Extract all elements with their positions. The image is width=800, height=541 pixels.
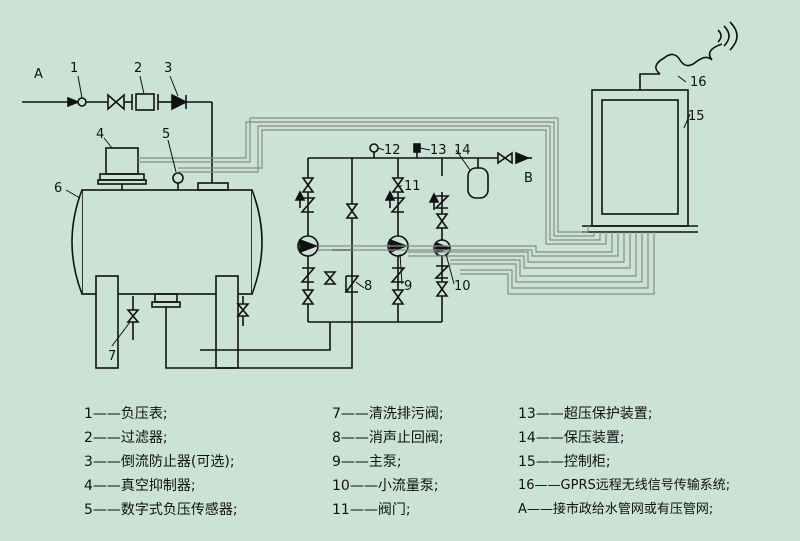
main-pump-icon [297,235,319,257]
pressure-tank [71,182,263,369]
label-12: 12 [384,143,401,158]
drain-valve-icon [126,296,140,340]
label-10: 10 [454,279,471,294]
legend-item: 14——保压装置; [518,430,625,446]
label-5: 5 [162,127,170,142]
label-14: 14 [454,143,471,158]
legend-item: 9——主泵; [332,454,402,470]
legend-item: 5——数字式负压传感器; [84,502,238,518]
legend-item: A——接市政给水管网或有压管网; [518,502,714,517]
label-7: 7 [108,349,116,364]
legend-item: 3——倒流防止器(可选); [84,454,235,470]
legend-item: 1——负压表; [84,406,168,422]
label-13: 13 [430,143,447,158]
control-cabinet [582,89,698,233]
small-flow-pump-icon [433,239,452,257]
backflow-preventer-icon [171,93,188,111]
flow-arrow-icons [294,190,440,210]
legend-item: 11——阀门; [332,502,411,518]
label-8: 8 [364,279,372,294]
overpressure-device-icon [413,143,421,158]
legend-item: 4——真空抑制器; [84,478,196,494]
water-supply-diagram: A 1 2 3 4 5 6 7 8 9 10 11 12 13 14 B 15 … [22,21,738,369]
legend-item: 15——控制柜; [518,454,611,470]
vacuum-suppressor-icon [97,147,147,190]
label-15: 15 [688,109,705,124]
signal-cables [138,117,655,295]
pressure-gauge-icon [77,97,87,107]
label-4: 4 [96,127,104,142]
gprs-antenna-icon [639,21,738,90]
legend-item: 2——过滤器; [84,430,168,446]
inlet-valve-icon [107,93,125,111]
label-1: 1 [70,61,78,76]
drain-valve-right-icon [236,296,250,326]
legend: 1——负压表; 2——过滤器; 3——倒流防止器(可选); 4——真空抑制器; … [0,398,800,541]
label-B: B [524,171,533,186]
label-16: 16 [690,75,707,90]
label-A: A [34,67,43,82]
label-2: 2 [134,61,142,76]
label-6: 6 [54,181,62,196]
legend-item: 8——消声止回阀; [332,430,444,446]
filter-icon [131,93,159,111]
inlet-pipe [22,96,213,183]
legend-item: 16——GPRS远程无线信号传输系统; [518,478,731,493]
legend-item: 13——超压保护装置; [518,406,653,422]
leader-lines [65,75,691,347]
pump-valves [300,177,450,305]
pressure-sensor-icon [172,172,184,190]
label-3: 3 [164,61,172,76]
label-9: 9 [404,279,412,294]
outlet-gauge-icon [369,143,379,158]
label-11: 11 [404,179,421,194]
outlet-valve-icon [497,151,531,165]
legend-item: 7——清洗排污阀; [332,406,444,422]
legend-item: 10——小流量泵; [332,478,439,494]
pressure-holding-tank-icon [467,167,489,199]
